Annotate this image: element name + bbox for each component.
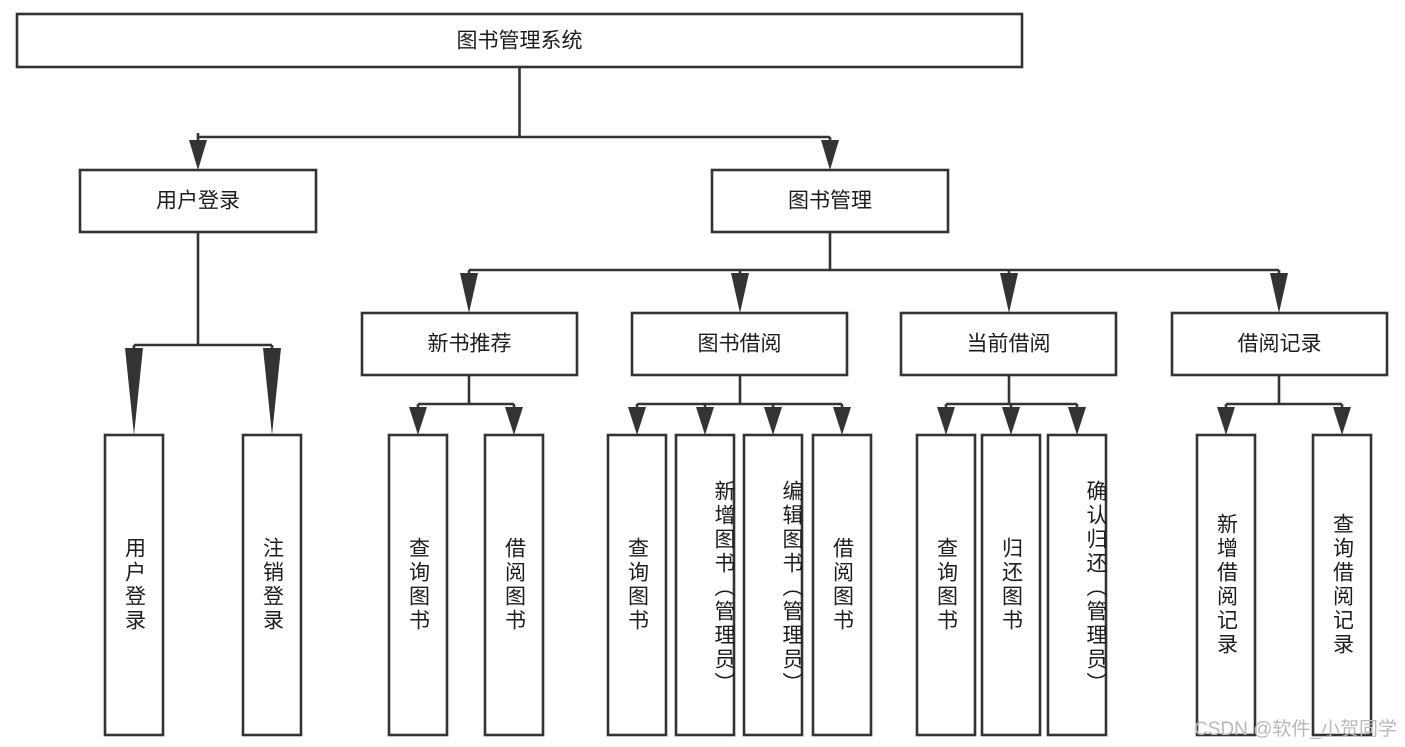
- arrow-head-leaf-return-book: [1002, 407, 1020, 435]
- node-user-login[interactable]: [78, 168, 318, 234]
- node-new-book-recommend[interactable]: [360, 311, 579, 377]
- node-box-group: 图书管理系统 用户登录 图书管理 新书推荐 图书借阅 当前借阅 借阅记录: [15, 12, 1389, 737]
- arrow-head-leaf-confirm-return-admin: [1068, 407, 1086, 435]
- arrow-head-leaf-query-book-2: [628, 407, 646, 435]
- node-book-management[interactable]: [710, 168, 950, 234]
- node-root[interactable]: [15, 12, 1024, 69]
- node-leaf-query-borrow-record[interactable]: [1311, 433, 1373, 737]
- arrow-head-new-book-recommend: [460, 273, 478, 313]
- node-leaf-add-borrow-record[interactable]: [1195, 433, 1257, 737]
- arrow-head-leaf-query-book-1: [409, 407, 427, 435]
- node-user-login-label: 用户登录: [156, 190, 240, 213]
- node-leaf-user-login[interactable]: [103, 433, 165, 737]
- node-leaf-borrow-book-2[interactable]: [811, 433, 873, 737]
- node-root-label: 图书管理系统: [457, 30, 583, 53]
- node-leaf-edit-book-admin[interactable]: [742, 433, 804, 737]
- arrow-head-leaf-user-login: [125, 348, 143, 435]
- node-leaf-query-book-3[interactable]: [915, 433, 977, 737]
- arrow-head-borrow-record: [1270, 273, 1288, 313]
- arrow-head-leaf-add-borrow-record: [1217, 407, 1235, 435]
- arrow-head-leaf-query-book-3: [937, 407, 955, 435]
- node-leaf-borrow-book-1[interactable]: [483, 433, 545, 737]
- connector-group: [125, 67, 1351, 435]
- arrow-head-book-management: [821, 140, 839, 170]
- arrow-head-leaf-borrow-book-2: [833, 407, 851, 435]
- arrow-head-user-login: [189, 140, 207, 170]
- arrow-head-leaf-query-borrow-record: [1333, 407, 1351, 435]
- node-leaf-return-book[interactable]: [980, 433, 1042, 737]
- arrow-head-leaf-add-book-admin: [696, 407, 714, 435]
- node-book-borrow-label: 图书借阅: [698, 333, 782, 356]
- node-borrow-record[interactable]: [1170, 311, 1389, 377]
- node-new-book-recommend-label: 新书推荐: [428, 333, 512, 356]
- arrow-head-leaf-logout-login: [263, 348, 281, 435]
- node-leaf-add-book-admin[interactable]: [674, 433, 736, 737]
- arrow-head-leaf-edit-book-admin: [764, 407, 782, 435]
- node-leaf-query-book-2[interactable]: [606, 433, 668, 737]
- node-leaf-confirm-return-admin[interactable]: [1046, 433, 1108, 737]
- node-current-borrow-label: 当前借阅: [967, 333, 1051, 356]
- arrow-head-current-borrow: [1000, 273, 1018, 313]
- node-current-borrow[interactable]: [899, 311, 1118, 377]
- node-book-management-label: 图书管理: [788, 190, 872, 213]
- arrow-head-book-borrow: [731, 273, 749, 313]
- node-book-borrow[interactable]: [630, 311, 849, 377]
- arrow-head-leaf-borrow-book-1: [505, 407, 523, 435]
- node-borrow-record-label: 借阅记录: [1238, 333, 1322, 356]
- csdn-watermark: CSDN @软件_小贺同学: [1194, 719, 1397, 740]
- node-leaf-logout-login[interactable]: [241, 433, 303, 737]
- node-leaf-query-book-1[interactable]: [387, 433, 449, 737]
